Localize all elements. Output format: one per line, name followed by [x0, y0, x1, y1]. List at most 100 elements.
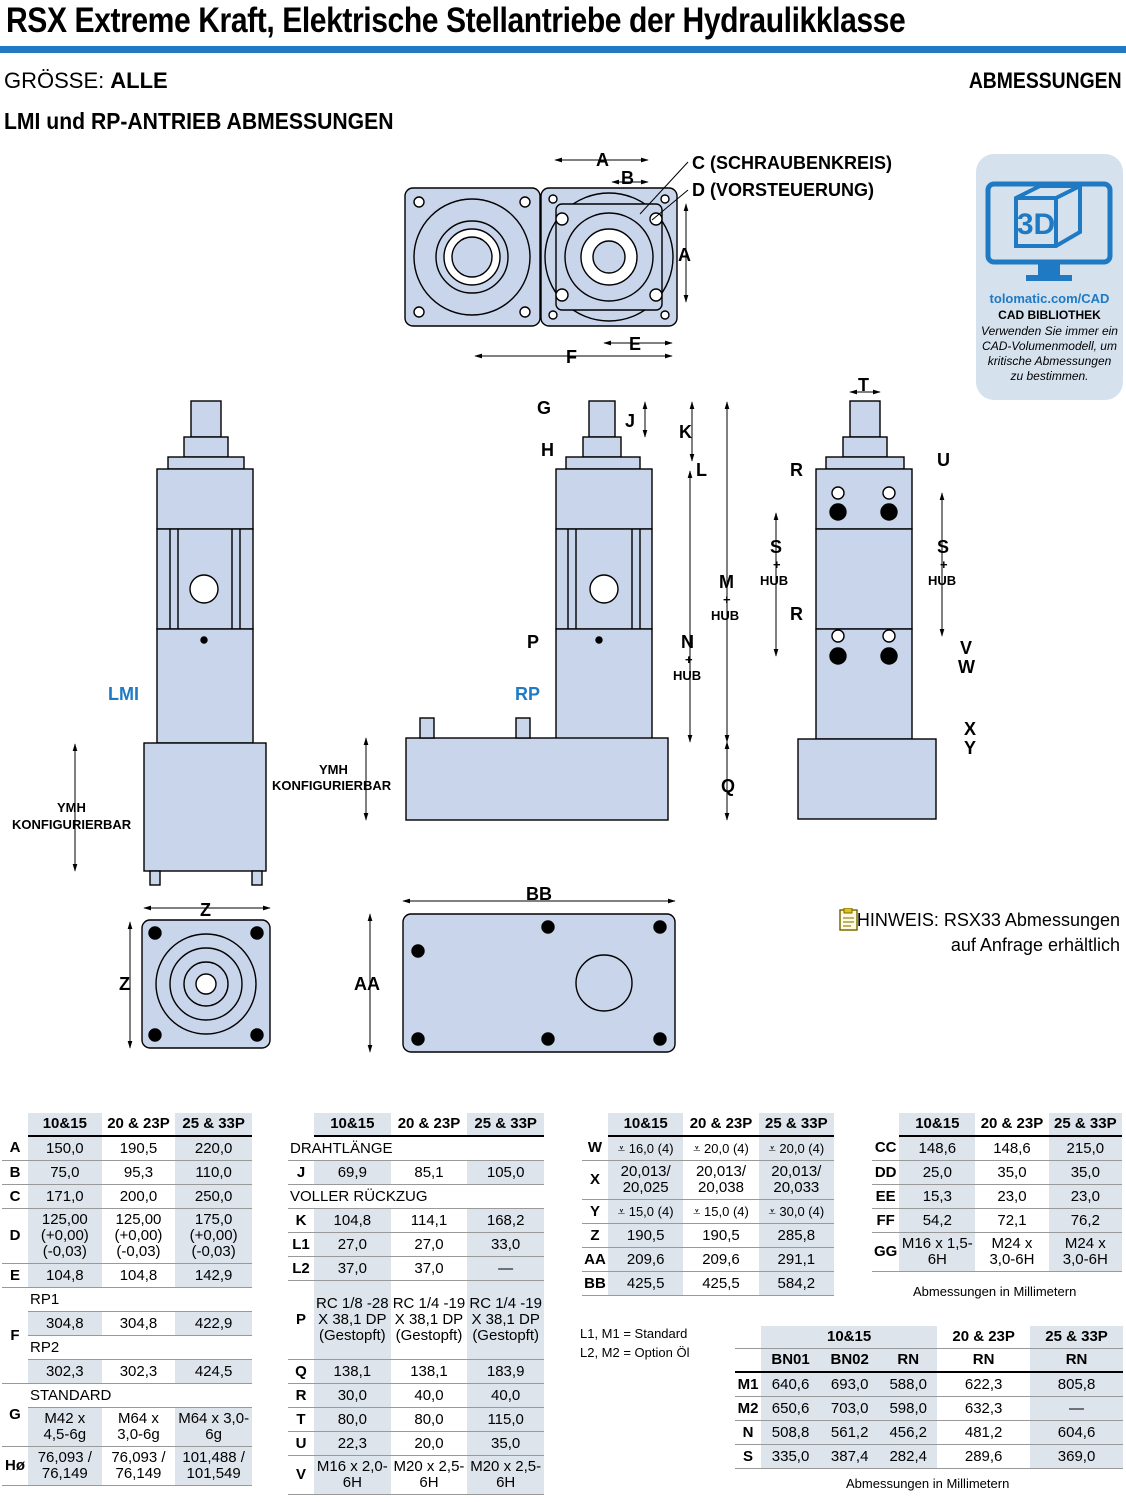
title-rule — [0, 46, 1126, 53]
icon-3d-text: 3D — [1017, 208, 1055, 241]
table-3: 10&15 20 & 23P 25 & 33P W⩡ 16,0 (4)⩡ 20,… — [582, 1113, 834, 1296]
table-cell: J — [288, 1160, 314, 1185]
table-cell: 104,8 — [28, 1263, 102, 1288]
table-cell: 481,2 — [937, 1420, 1031, 1445]
table-cell: 304,8 — [28, 1311, 102, 1336]
table-cell: 148,6 — [899, 1136, 976, 1161]
table-cell: M16 x 2,0-6H — [314, 1455, 391, 1495]
table-cell: 10&15 — [314, 1113, 391, 1137]
table-cell: 200,0 — [101, 1184, 176, 1209]
label-a-side: A — [678, 245, 691, 265]
table-cell: 20,013/ 20,025 — [608, 1160, 684, 1200]
t1-h1: 10&15 — [28, 1113, 102, 1137]
label-z-top: Z — [200, 900, 211, 920]
table-cell: 20 & 23P — [937, 1326, 1031, 1349]
table-cell: 54,2 — [899, 1208, 976, 1233]
note-line-2: auf Anfrage erhältlich — [950, 935, 1120, 955]
table-cell: 27,0 — [314, 1232, 391, 1257]
table-cell: BN02 — [820, 1348, 880, 1373]
page-title: RSX Extreme Kraft, Elektrische Stellantr… — [6, 1, 906, 40]
table-cell: 425,5 — [608, 1271, 684, 1296]
table-cell: 76,2 — [1048, 1208, 1122, 1233]
table-cell: 37,0 — [390, 1256, 468, 1281]
table-cell: R — [288, 1383, 314, 1408]
table-cell: GG — [872, 1232, 900, 1272]
label-d: D (VORSTEUERUNG) — [692, 180, 874, 200]
table-cell: 25,0 — [899, 1160, 976, 1185]
table-cell: 125,00 (+0,00) (-0,03) — [101, 1208, 176, 1264]
label-s-right: S — [937, 537, 949, 557]
label-l: L — [696, 460, 707, 480]
label-q: Q — [721, 776, 735, 796]
size-label: GRÖSSE:ALLE — [4, 68, 168, 94]
table-5-caption: Abmessungen in Millimetern — [846, 1476, 1010, 1491]
table-cell: 25 & 33P — [467, 1113, 544, 1137]
note-line-1: HINWEIS: RSX33 Abmessungen — [856, 910, 1120, 930]
table-cell: 183,9 — [467, 1359, 544, 1384]
table-cell: 598,0 — [879, 1396, 938, 1421]
table-cell: L1 — [288, 1232, 314, 1257]
table-cell: 150,0 — [28, 1136, 102, 1161]
table-cell: 335,0 — [761, 1444, 821, 1469]
table-cell: T — [288, 1407, 314, 1432]
label-m-hub: HUB — [711, 608, 739, 623]
table-cell: 291,1 — [758, 1247, 834, 1272]
table-cell: 85,1 — [390, 1160, 468, 1185]
table-cell: M24 x 3,0-6H — [975, 1232, 1049, 1272]
table-cell: 40,0 — [390, 1383, 468, 1408]
table-cell: 190,5 — [608, 1223, 684, 1248]
label-r-bottom: R — [790, 604, 803, 624]
label-s-right-hub: HUB — [928, 573, 956, 588]
table-cell: N — [735, 1420, 761, 1445]
table-cell: 110,0 — [175, 1160, 252, 1185]
table-cell: 190,5 — [101, 1136, 176, 1161]
label-u: U — [937, 450, 950, 470]
label-n-plus: + — [685, 652, 693, 667]
table-cell: 104,8 — [314, 1208, 391, 1233]
table-cell: RP2 — [28, 1335, 252, 1360]
label-s-left: S — [770, 537, 782, 557]
table-cell: RN — [1030, 1348, 1123, 1373]
table-cell: Hø — [2, 1446, 28, 1486]
label-s-left-hub: HUB — [760, 573, 788, 588]
table-cell: 72,1 — [975, 1208, 1049, 1233]
table-5: 10&15 20 & 23P 25 & 33P BN01 BN02 RN RN … — [735, 1326, 1123, 1469]
table-cell: 220,0 — [175, 1136, 252, 1161]
table-cell: 27,0 — [390, 1232, 468, 1257]
table-cell: 10&15 — [608, 1113, 684, 1137]
label-m-plus: + — [723, 592, 731, 607]
table-cell: STANDARD — [28, 1383, 252, 1408]
table-cell: BN01 — [761, 1348, 821, 1373]
table-cell: RC 1/8 -28 X 38,1 DP (Gestopft) — [314, 1280, 391, 1360]
table-cell: 40,0 — [467, 1383, 544, 1408]
table-cell: 101,488 / 101,549 — [175, 1446, 252, 1486]
table-cell: 35,0 — [1048, 1160, 1122, 1185]
table-cell: 15,3 — [899, 1184, 976, 1209]
table-cell: K — [288, 1208, 314, 1233]
table-row: Y⩡ 15,0 (4)⩡ 15,0 (4)⩡ 30,0 (4) — [582, 1199, 834, 1224]
table-cell: 80,0 — [314, 1407, 391, 1432]
lmi-konfig: KONFIGURIERBAR — [12, 817, 132, 832]
note-box: HINWEIS: RSX33 Abmessungen auf Anfrage e… — [838, 908, 1120, 958]
cad-library-badge[interactable]: 3D tolomatic.com/CAD CAD BIBLIOTHEK Verw… — [976, 154, 1123, 400]
table-cell: 175,0 (+0,00) (-0,03) — [175, 1208, 252, 1264]
table-cell: 561,2 — [820, 1420, 880, 1445]
rp-rod — [588, 400, 616, 438]
table-cell: 25 & 33P — [1048, 1113, 1122, 1137]
cad-url[interactable]: tolomatic.com/CAD — [989, 291, 1110, 306]
